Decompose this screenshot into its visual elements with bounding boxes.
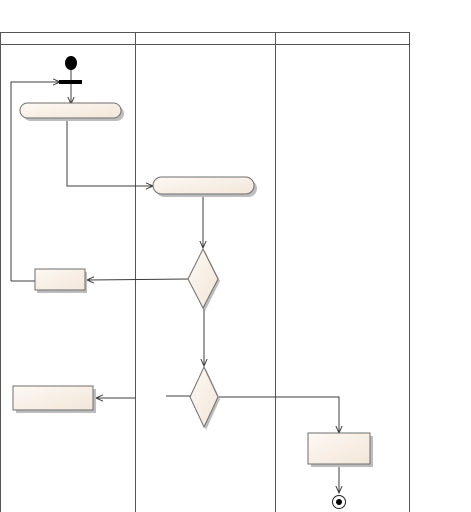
action-node-2[interactable] bbox=[152, 176, 257, 197]
edge-action-1-to-action-2 bbox=[66, 120, 153, 186]
initial-node[interactable] bbox=[65, 56, 77, 70]
join-bar[interactable] bbox=[59, 80, 82, 84]
final-node[interactable] bbox=[332, 495, 346, 509]
decision-node-2[interactable] bbox=[189, 365, 220, 430]
nodes bbox=[12, 56, 373, 509]
decision-node-1[interactable] bbox=[187, 247, 220, 311]
edges bbox=[10, 68, 339, 493]
edge-loop-to-bar bbox=[10, 82, 60, 281]
edge-decision-2-to-action-5 bbox=[218, 396, 339, 433]
action-node-1[interactable] bbox=[19, 102, 124, 121]
action-node-5[interactable] bbox=[307, 432, 373, 467]
edge-decision-1-to-action-3 bbox=[87, 279, 189, 280]
action-node-4[interactable] bbox=[12, 385, 96, 413]
swimlane-border bbox=[0, 32, 410, 512]
swimlane-frame bbox=[0, 32, 410, 512]
action-node-3[interactable] bbox=[34, 268, 87, 293]
